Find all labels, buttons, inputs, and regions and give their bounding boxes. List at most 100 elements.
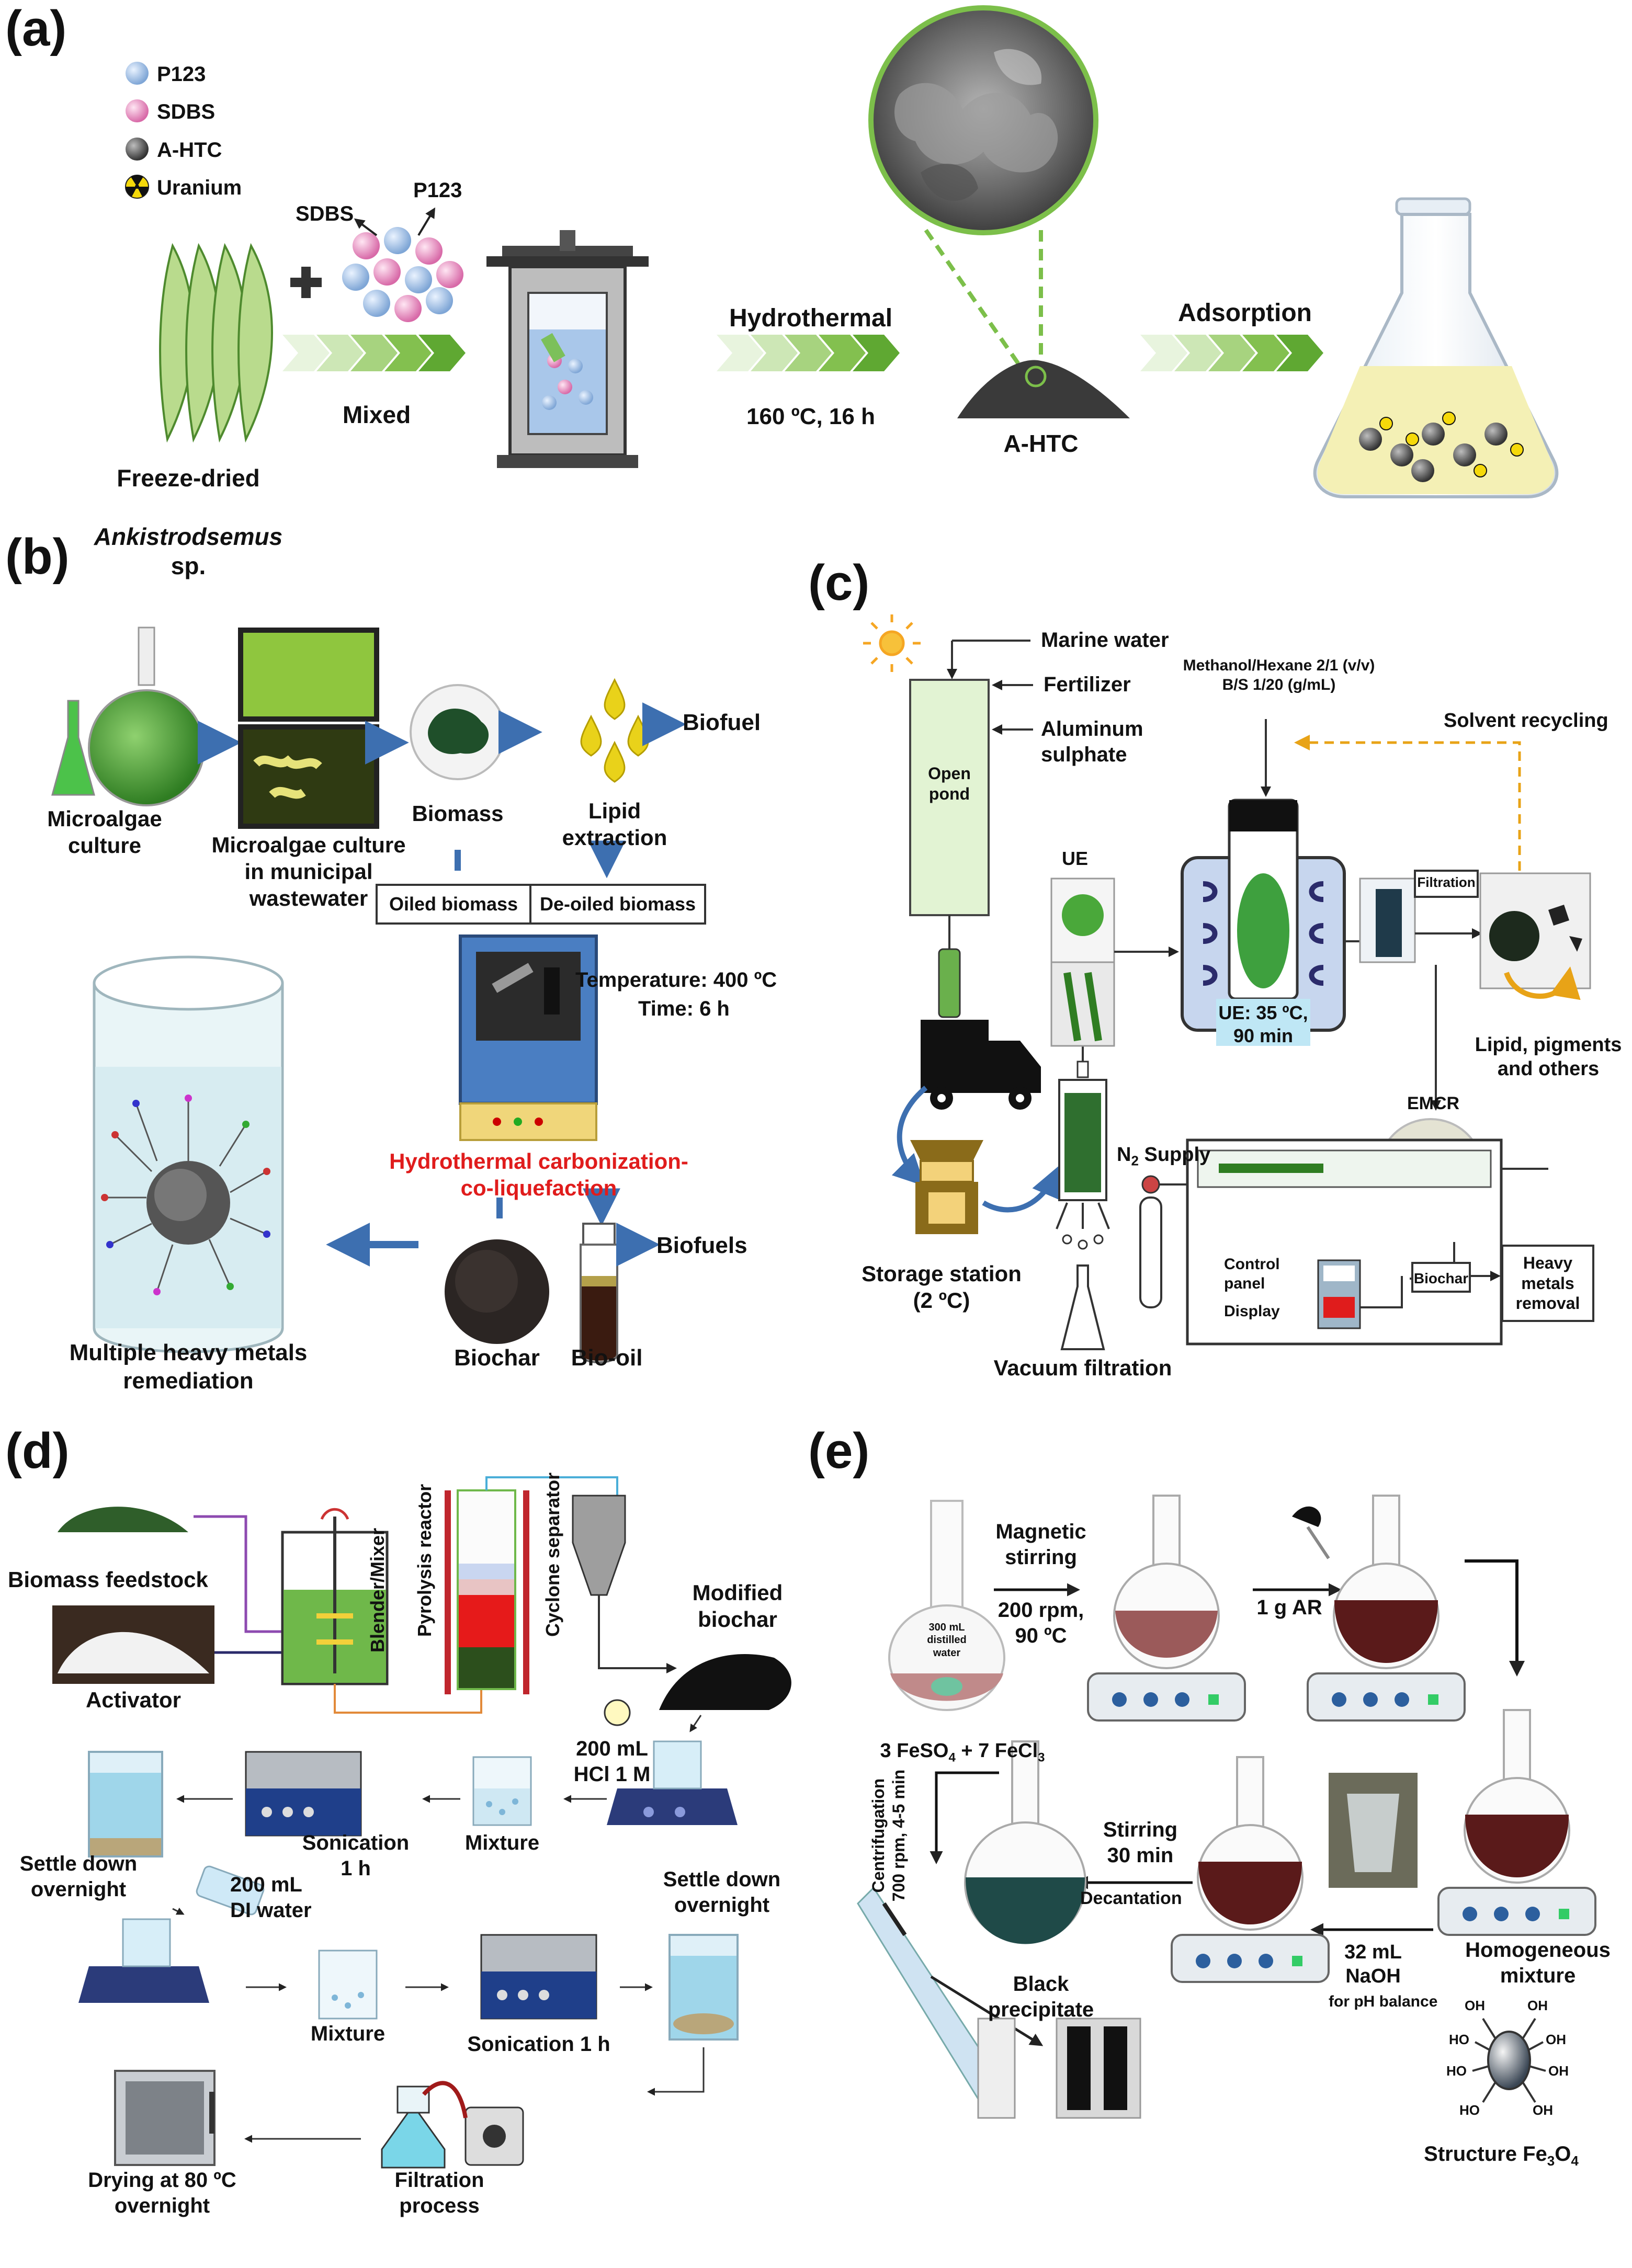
control-panel-label: Control panel <box>1224 1256 1280 1292</box>
wastewater-tank-top <box>238 628 379 722</box>
reagents-mid-text: + 7 FeCl <box>955 1740 1038 1762</box>
filtration-box-label: Filtration <box>1417 874 1476 890</box>
panel-label-d: (d) <box>5 1423 70 1479</box>
reagents-subscript-2: 3 <box>1038 1750 1045 1765</box>
drying-label: Drying at 80 ºC overnight <box>88 2169 236 2217</box>
p123-callout: P123 <box>413 179 462 202</box>
structure-text: Structure Fe <box>1424 2142 1547 2166</box>
stirrer-flask-5 <box>1171 1756 1330 1983</box>
sonication-label-1: Sonication 1 h <box>302 1831 410 1880</box>
species-suffix: sp. <box>171 552 206 580</box>
autoclave-reactor-illustration <box>486 230 649 468</box>
centrifugation-label: Centrifugation 700 rpm, 4-5 min <box>869 1769 909 1902</box>
panel-label-c: (c) <box>808 555 870 611</box>
sun-icon <box>863 614 921 672</box>
aluminum-sulphate-label: Aluminum sulphate <box>1041 717 1143 766</box>
round-flask <box>88 626 205 806</box>
sem-micrograph-image <box>868 5 1098 235</box>
hydrothermal-process-label: Hydrothermal carbonization- co-liquefact… <box>389 1149 688 1201</box>
storage-station-label: Storage station (2 ºC) <box>862 1261 1022 1313</box>
mixture-label-2: Mixture <box>310 2022 386 2045</box>
mixed-chevron-arrow <box>282 335 466 371</box>
zoom-circle <box>1025 366 1047 388</box>
mixed-label: Mixed <box>342 401 411 428</box>
heavy-metals-removal-box: Heavy metals removal <box>1501 1245 1594 1322</box>
reagents-label: 3 FeSO4 + 7 FeCl3 <box>847 1739 1078 1765</box>
temperature-label: Temperature: 400 ºC <box>575 968 777 991</box>
stirring-time-label: Stirring 30 min <box>1103 1818 1178 1867</box>
pyrolysis-furnace <box>1186 1138 1503 1346</box>
solvent-recycling-line <box>1294 735 1521 871</box>
ahtc-legend-sphere <box>126 138 149 161</box>
open-pond-label: Open pond <box>928 764 971 804</box>
legend-ahtc: A-HTC <box>157 139 222 162</box>
biomass-feedstock-pile <box>58 1507 188 1532</box>
oh-label-3: OH <box>1546 2032 1566 2047</box>
hcl-label: 200 mL HCl 1 M <box>573 1737 651 1786</box>
stirrer-flask-3 <box>1307 1495 1466 1722</box>
filtration-setup <box>381 2081 524 2169</box>
carbonization-oven <box>459 934 598 1141</box>
bulb-icon <box>604 1699 631 1726</box>
algae-tube <box>938 948 961 1018</box>
ph-balance-label: for pH balance <box>1329 1993 1438 2010</box>
mixture-beaker-2 <box>318 1950 378 2020</box>
species-text: Ankistrodsemus <box>94 523 283 551</box>
structure-mid: O <box>1555 2142 1571 2166</box>
homogeneous-mixture-label: Homogeneous mixture <box>1465 1939 1611 1987</box>
magnetic-stirring-label: Magnetic stirring <box>995 1520 1086 1569</box>
open-pond-column <box>909 679 990 916</box>
stirrer-flask-2 <box>1087 1495 1246 1722</box>
cyclone-separator <box>572 1495 626 1596</box>
fe3o4-structure-label: Structure Fe3O4 <box>1381 2141 1622 2170</box>
n2-suffix: Supply <box>1138 1144 1211 1166</box>
p123-legend-sphere <box>126 62 149 85</box>
biooil-vial <box>580 1223 618 1363</box>
remediation-cylinder <box>93 955 284 1353</box>
solvent-label: Methanol/Hexane 2/1 (v/v) B/S 1/20 (g/mL… <box>1183 657 1375 693</box>
panel-label-b: (b) <box>5 529 70 585</box>
time-label: Time: 6 h <box>638 997 730 1020</box>
panel-b-graphics <box>51 626 686 1363</box>
source-text: Freeze-dried <box>117 464 260 492</box>
di-water-label: 200 mL DI water <box>230 1873 312 1922</box>
panel-c-graphics <box>863 614 1591 1350</box>
plus-icon <box>290 267 322 298</box>
oh-label-1: OH <box>1465 1998 1485 2013</box>
di-water-bottle <box>196 1865 265 1916</box>
curved-arrow-storage <box>891 1086 928 1187</box>
settle-beaker-2 <box>668 1934 739 2041</box>
lipid-drops <box>580 678 649 783</box>
fe3o4-structure <box>1472 2018 1546 2103</box>
zoom-dashed-lines <box>924 229 1043 368</box>
biofuels-label: Biofuels <box>656 1233 747 1258</box>
black-precipitate-flask <box>964 1740 1086 1944</box>
filtration-process-label: Filtration process <box>394 2169 484 2217</box>
ahtc-product-label: A-HTC <box>1003 430 1079 457</box>
sonicator-1 <box>245 1751 362 1837</box>
settle-label-2: Settle down overnight <box>663 1868 781 1917</box>
ue-photo-top <box>1050 877 1115 963</box>
reagents-text: 3 FeSO <box>880 1740 949 1762</box>
sonication-label-2: Sonication 1 h <box>467 2033 610 2056</box>
oiled-biomass-box: Oiled biomass <box>376 884 531 925</box>
blender-label: Blender/Mixer <box>367 1528 388 1652</box>
panel-e-graphics <box>857 1495 1596 2119</box>
modified-biochar-pile <box>659 1654 791 1710</box>
settle-beaker-1 <box>88 1751 163 1857</box>
ue-photo-bottom <box>1050 961 1115 1047</box>
vacuum-flask <box>1060 1264 1105 1350</box>
biomass-feedstock-label: Biomass feedstock <box>8 1567 208 1592</box>
legend-p123: P123 <box>157 63 206 86</box>
modified-biochar-label: Modified biochar <box>692 1580 783 1632</box>
uranium-legend-icon <box>125 175 149 199</box>
activator-label: Activator <box>85 1688 182 1712</box>
panel-label-a: (a) <box>5 1 67 56</box>
di-stirrer <box>78 1918 209 2003</box>
panel-label-e: (e) <box>808 1423 870 1479</box>
activator-pile <box>58 1632 209 1673</box>
biochar-label: Biochar <box>454 1345 540 1371</box>
storage-station-icon <box>910 1140 983 1234</box>
remediation-label: Multiple heavy metals remediation <box>69 1340 308 1394</box>
